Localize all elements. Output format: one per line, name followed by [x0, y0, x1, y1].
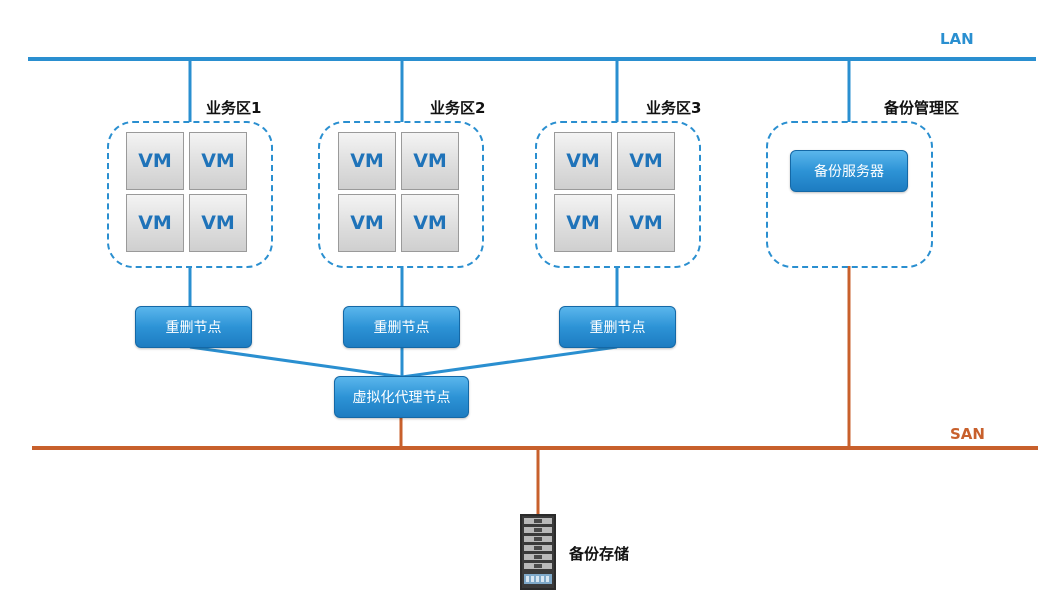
backup-storage-label: 备份存储 — [569, 545, 630, 563]
zone2-vm4[interactable]: VM — [401, 194, 459, 252]
zone1-vm3[interactable]: VM — [126, 194, 184, 252]
zone1-label: 业务区1 — [206, 99, 262, 117]
zone3-label: 业务区3 — [646, 99, 702, 117]
zone3-vm2[interactable]: VM — [617, 132, 675, 190]
zone3-box — [535, 121, 701, 268]
zone2-box — [318, 121, 484, 268]
backup-server-node[interactable]: 备份服务器 — [790, 150, 908, 192]
server-rack-icon[interactable] — [520, 514, 556, 590]
zone1-box — [107, 121, 273, 268]
zone1-vm1[interactable]: VM — [126, 132, 184, 190]
zone3-vm3[interactable]: VM — [554, 194, 612, 252]
zone1-vm4[interactable]: VM — [189, 194, 247, 252]
zone3-vm4[interactable]: VM — [617, 194, 675, 252]
dedup3-to-proxy-line — [401, 345, 618, 379]
zone2-label: 业务区2 — [430, 99, 486, 117]
zone2-vm2[interactable]: VM — [401, 132, 459, 190]
backup-zone-box — [766, 121, 933, 268]
zone2-vm1[interactable]: VM — [338, 132, 396, 190]
backup-zone-label: 备份管理区 — [884, 99, 960, 117]
zone1-vm2[interactable]: VM — [189, 132, 247, 190]
lan-label: LAN — [940, 30, 974, 48]
dedup-node-3[interactable]: 重删节点 — [559, 306, 676, 348]
dedup-node-2[interactable]: 重删节点 — [343, 306, 460, 348]
san-label: SAN — [950, 425, 985, 443]
virtualization-proxy-node[interactable]: 虚拟化代理节点 — [334, 376, 469, 418]
zone3-vm1[interactable]: VM — [554, 132, 612, 190]
zone2-vm3[interactable]: VM — [338, 194, 396, 252]
dedup1-to-proxy-line — [189, 345, 403, 379]
dedup-node-1[interactable]: 重删节点 — [135, 306, 252, 348]
